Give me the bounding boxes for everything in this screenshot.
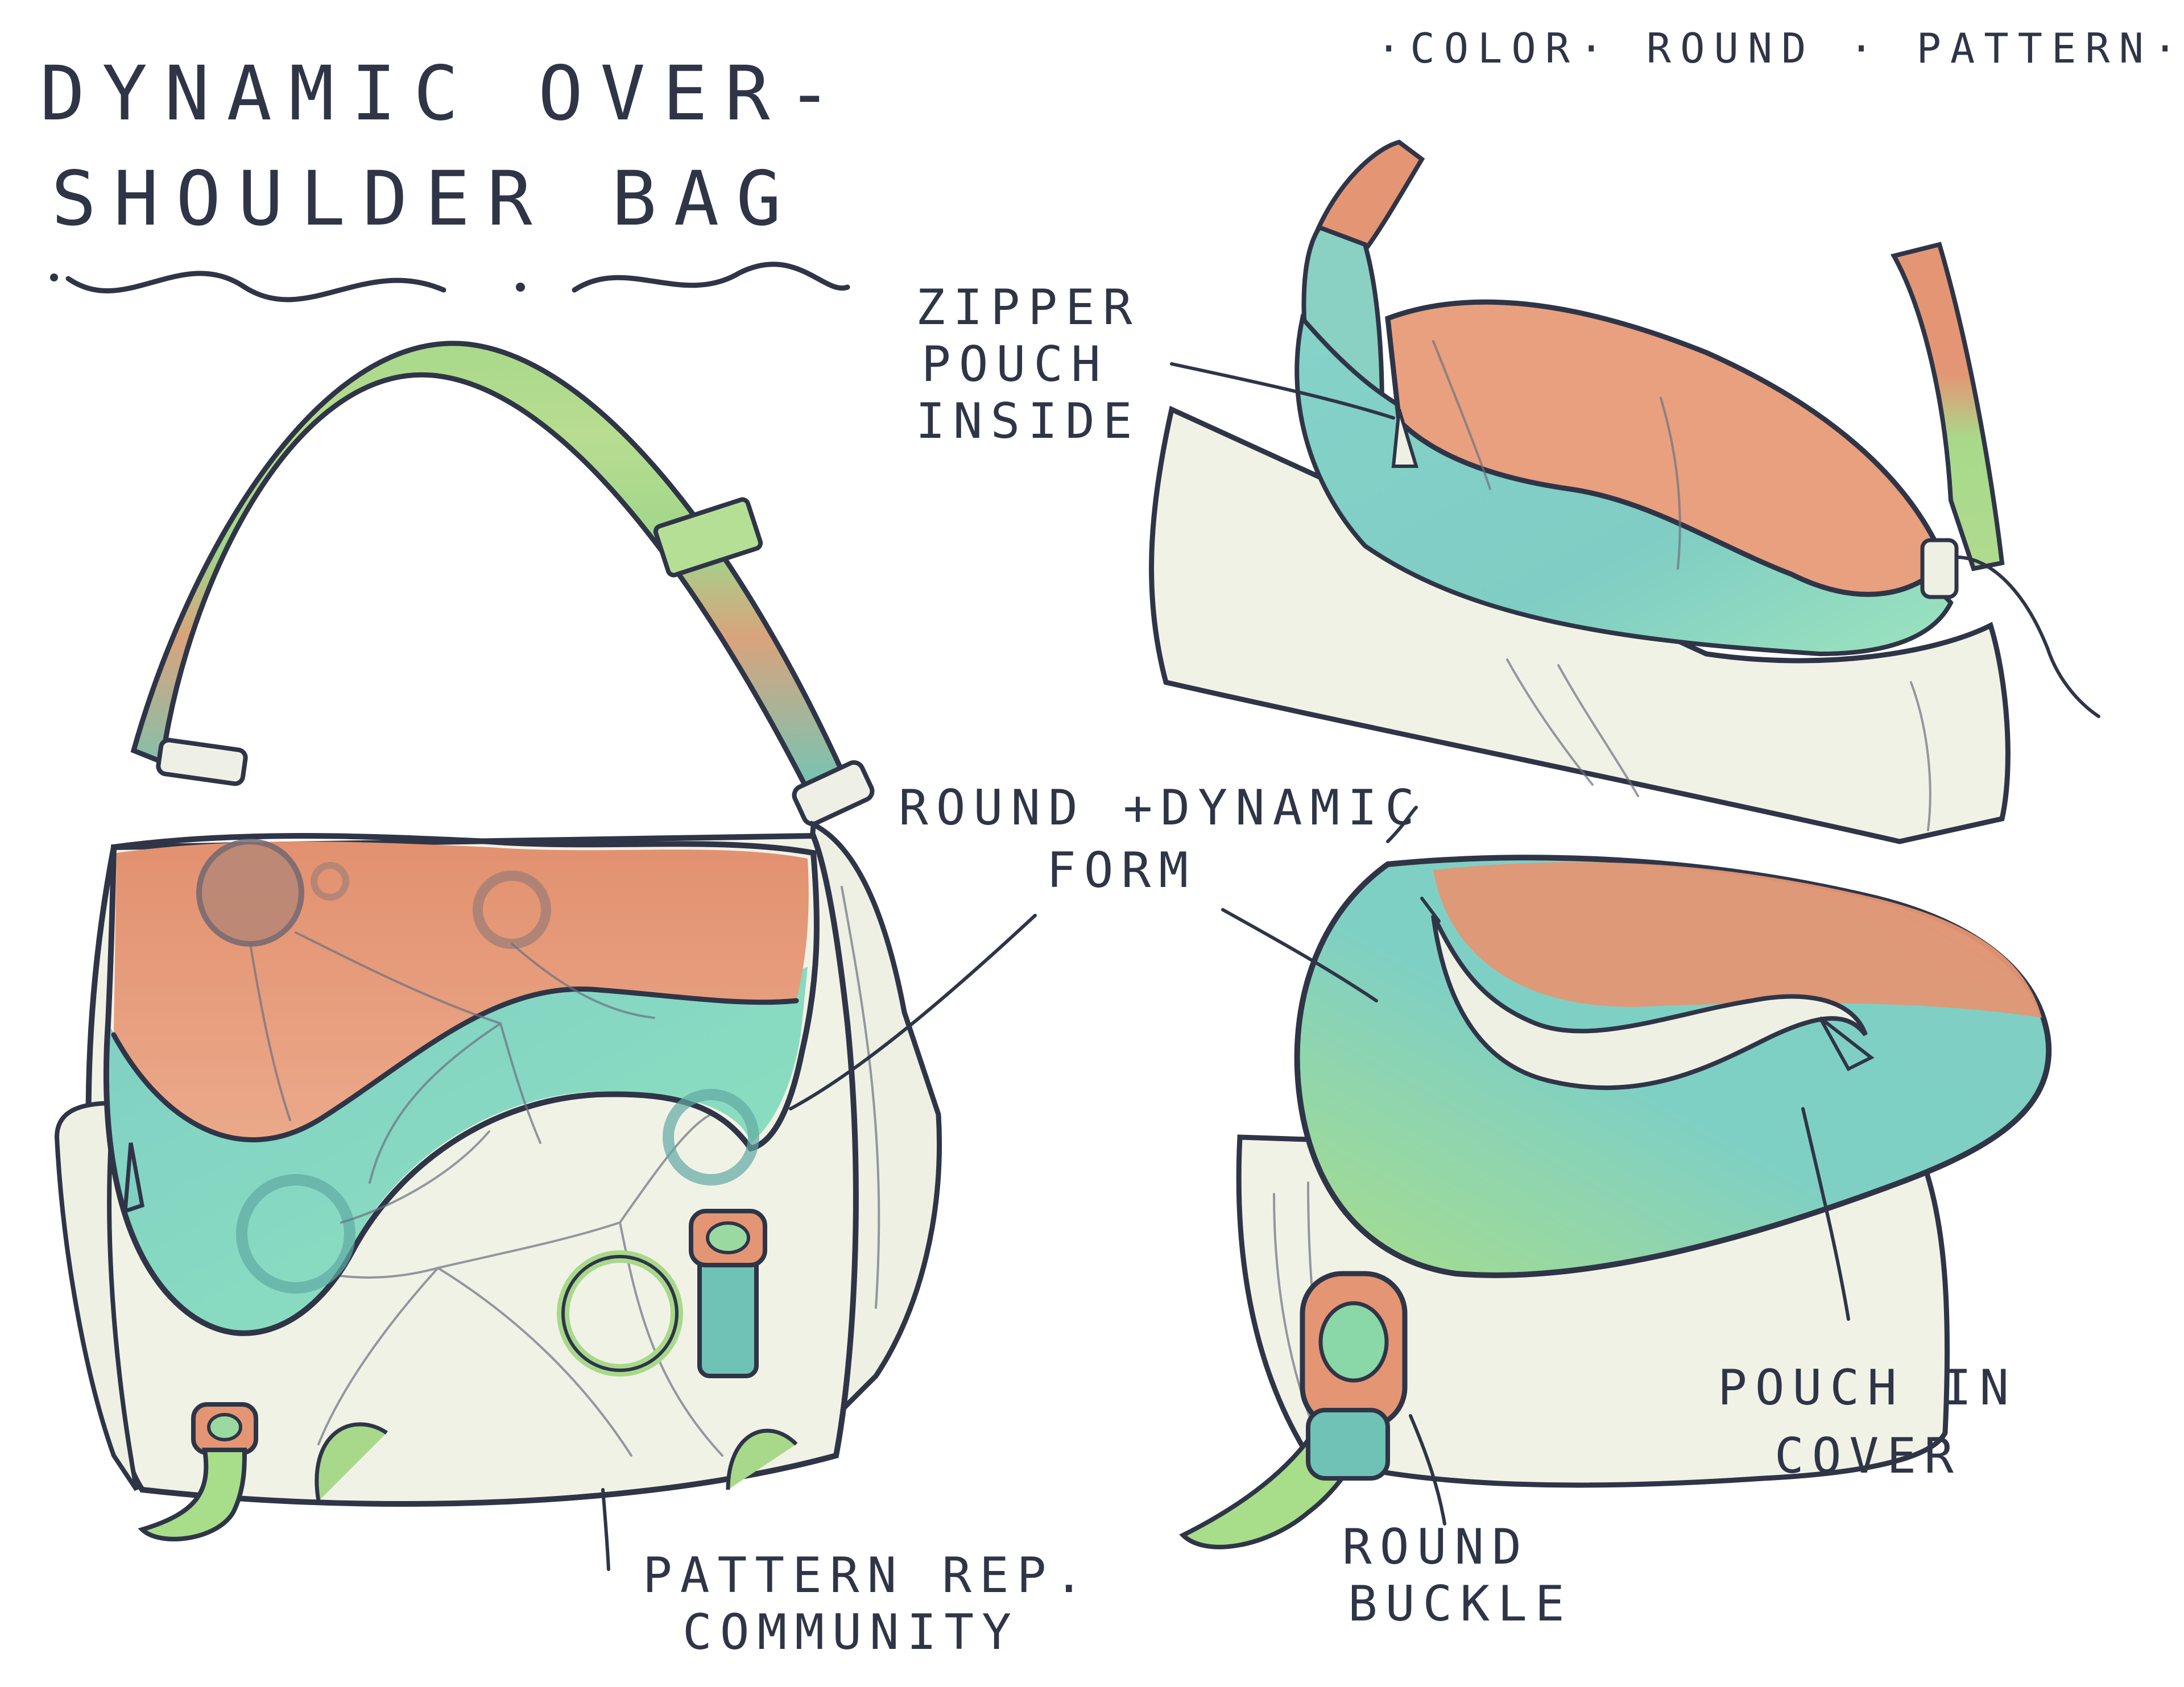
leader-form-left (789, 914, 1037, 1110)
flap-circle-5 (663, 1089, 759, 1186)
form-line-2: FORM (1046, 842, 1196, 899)
open-view-bag (1149, 139, 2100, 844)
front-view-bag (54, 341, 942, 1541)
zipper-line-1: ZIPPER (916, 279, 1140, 336)
front-strap (130, 341, 858, 799)
pouch-line-2: COVER (1774, 1428, 1962, 1485)
leader-pouch (1801, 1107, 1850, 1321)
open-strap-ring (1920, 538, 1959, 599)
annotation-buckle: ROUND BUCKLE (1342, 1519, 1573, 1632)
leader-buckle (1409, 1414, 1446, 1526)
title-squiggle-2 (572, 262, 850, 293)
pattern-arc-2 (726, 1428, 798, 1490)
pouch-line-1: POUCH IN (1718, 1359, 2017, 1416)
front-buckle-right-center (706, 1221, 750, 1254)
title-line-2: SHOULDER BAG (51, 155, 799, 243)
annotation-zipper: ZIPPER POUCH INSIDE (916, 279, 1140, 450)
title-line-1: DYNAMIC OVER- (40, 50, 849, 138)
gusset-fold-1 (841, 886, 880, 1309)
pouch-zipper-pull (1391, 409, 1419, 468)
annotation-form: ROUND +DYNAMIC FORM (899, 780, 1422, 899)
strap-ring-right (792, 760, 875, 826)
flap-circle-4 (236, 1174, 355, 1294)
zipper-line-3: INSIDE (916, 393, 1140, 450)
strap-ring-left (156, 737, 248, 786)
flap-wave-seam (111, 986, 799, 1142)
open-fold-1 (1506, 658, 1594, 786)
annotation-pattern: PATTERN REP. COMMUNITY (643, 1547, 1091, 1661)
front-left-panel (54, 1100, 139, 1491)
form-line-1: ROUND +DYNAMIC (899, 780, 1422, 836)
open-loose-strap-end (1955, 556, 2049, 650)
front-flap-teal-band (106, 967, 808, 1333)
leader-form-right (1221, 908, 1378, 1002)
pouch-seam-1 (1432, 340, 1491, 490)
open-fold-2 (1557, 664, 1639, 797)
front-flap (103, 833, 820, 1336)
annotation-leaders (601, 362, 1850, 1571)
cover-view-bag (1179, 855, 2052, 1549)
flap-pattern-lines (249, 931, 655, 1184)
zipper-pouch-inside (1385, 299, 1949, 597)
front-buckle-left-center (207, 1413, 242, 1441)
buckle-line-2: BUCKLE (1348, 1576, 1573, 1632)
pattern-line-2: COMMUNITY (682, 1604, 1019, 1661)
leader-form-tick (1386, 806, 1418, 843)
zipper-line-2: POUCH (921, 336, 1108, 393)
title-squiggle-1 (65, 271, 446, 302)
leader-pattern (601, 1488, 610, 1571)
pattern-arc-1 (315, 1422, 388, 1502)
title-block: DYNAMIC OVER- SHOULDER BAG (40, 50, 850, 302)
pouch-seam-2 (1660, 397, 1681, 570)
round-buckle-center (1318, 1301, 1389, 1383)
front-strap-tail-left (138, 1448, 247, 1541)
cover-view-flap-orange (1433, 862, 2042, 1018)
strap-adjuster (653, 497, 763, 578)
flap-circle-3 (311, 862, 349, 901)
buckle-line-1: ROUND (1342, 1519, 1529, 1576)
front-zipper-pull (123, 1142, 144, 1214)
open-loose-strap-end-2 (2046, 646, 2100, 718)
keywords-note: ·COLOR· ROUND · PATTERN· (1376, 24, 2184, 72)
pattern-circle-1-outline (561, 1255, 679, 1372)
pouch-in-cover (1431, 914, 1868, 1091)
flap-circle-1 (196, 839, 304, 947)
open-fold-3 (1910, 681, 1931, 831)
leader-zipper (1170, 362, 1395, 420)
open-strap-top (1310, 139, 1425, 253)
flap-pattern-line-2 (340, 1130, 490, 1224)
title-dot-2 (516, 283, 525, 292)
cover-pouch-zip-start (1420, 897, 1441, 923)
round-buckle-tongue (1306, 1408, 1390, 1481)
annotation-pouch: POUCH IN COVER (1718, 1359, 2017, 1485)
title-dot-1 (50, 273, 58, 281)
pattern-line-1: PATTERN REP. (643, 1547, 1091, 1604)
open-strap-right (1890, 242, 2005, 571)
cover-pouch-zipper-pull (1818, 1016, 1875, 1071)
